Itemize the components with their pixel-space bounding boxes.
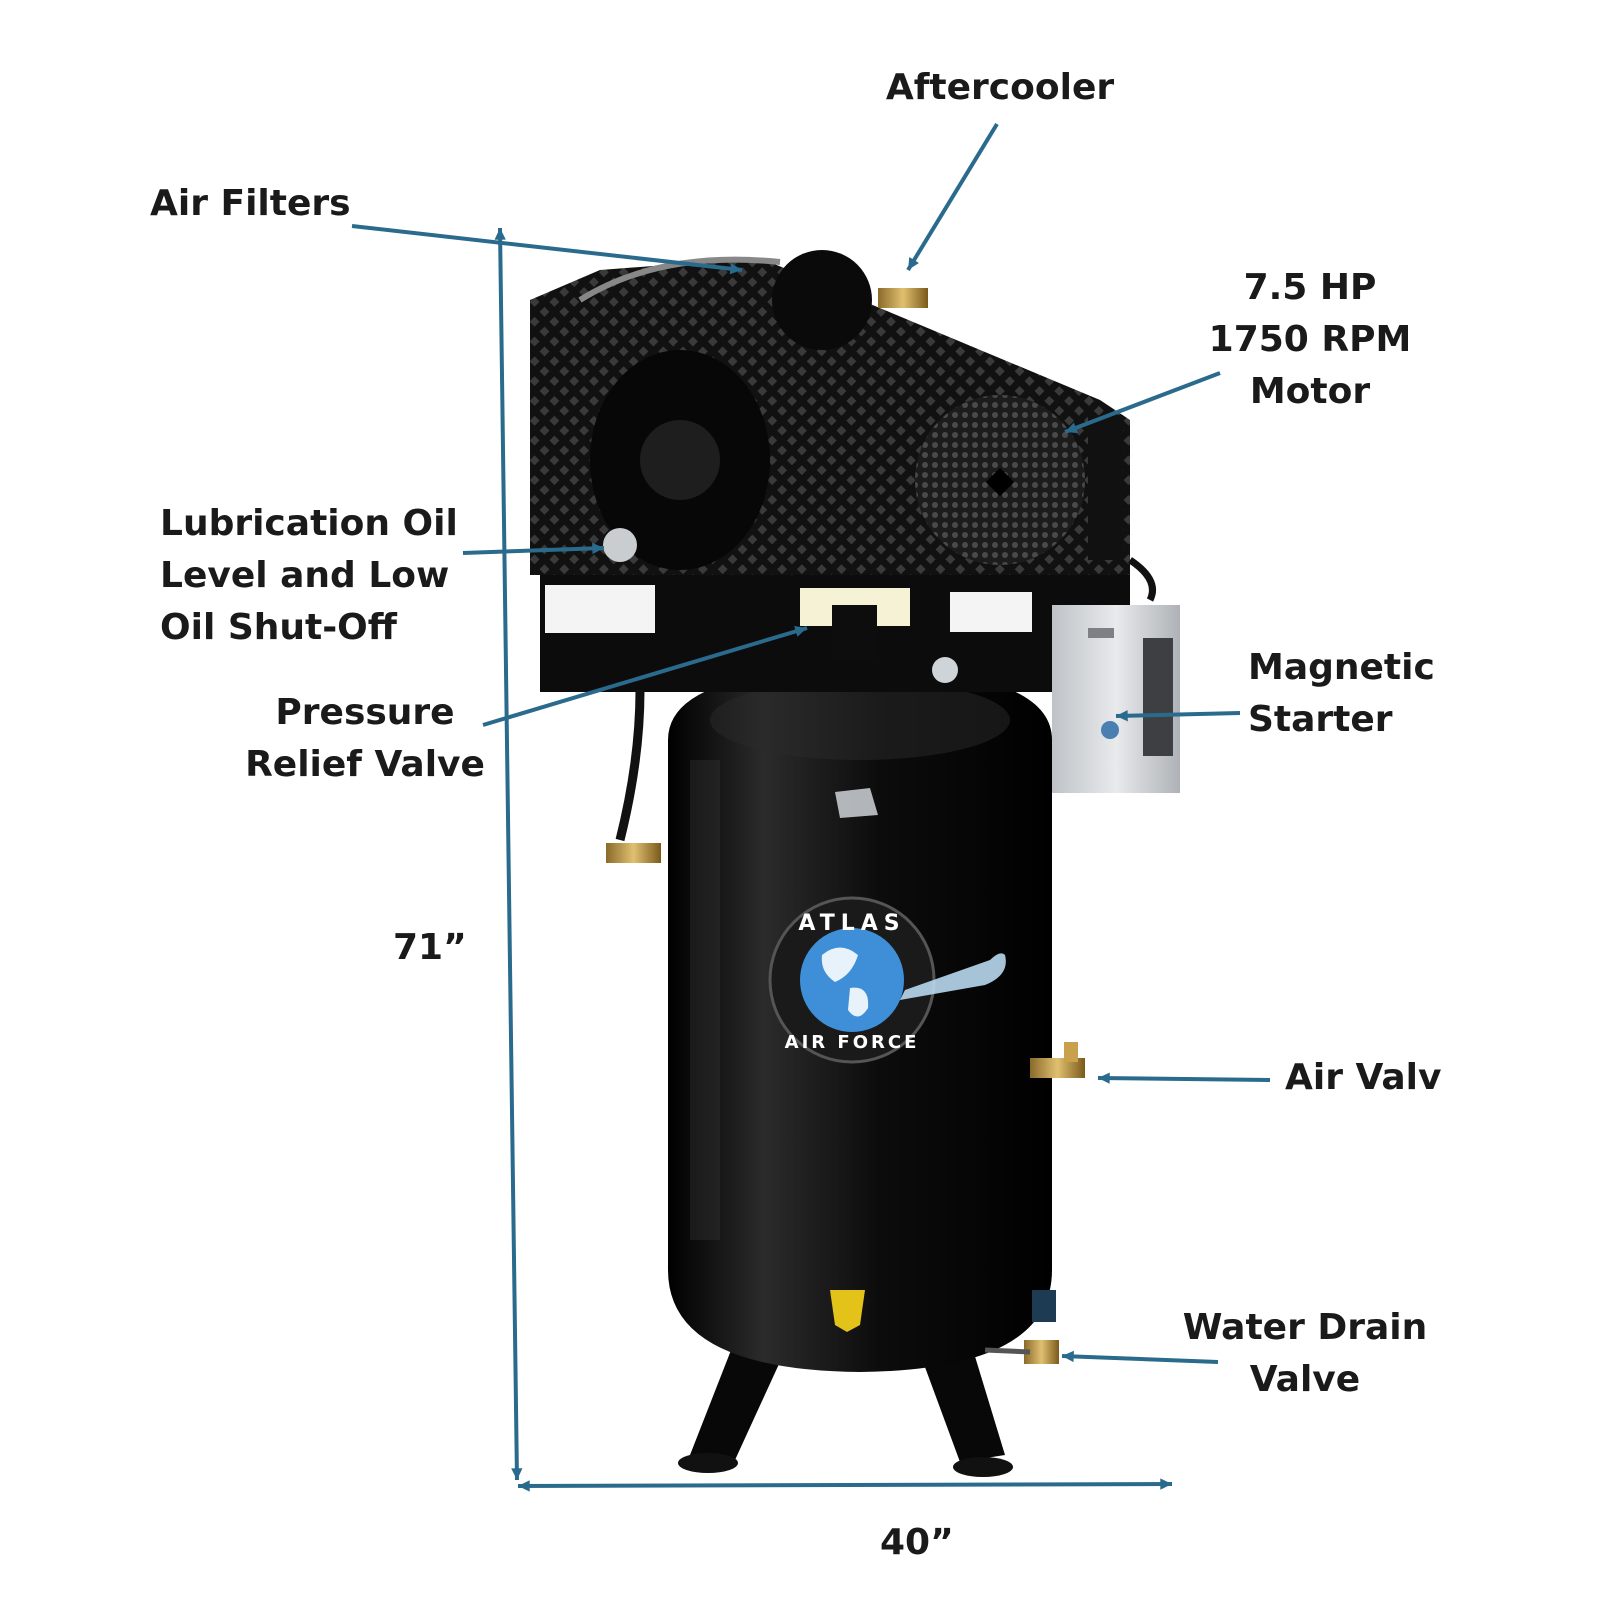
air-valve-body: [1030, 1058, 1085, 1078]
warning-tag-icon: [830, 1290, 865, 1332]
label-motor-line: Motor: [1249, 371, 1371, 412]
leader-pressure-relief-valve: [482, 625, 808, 727]
atlas-air-force-logo: ATLAS AIR FORCE: [768, 896, 1006, 1064]
oil-sight-glass: [603, 528, 637, 562]
label-lubrication-oil-line: Level and Low: [160, 555, 450, 596]
leader-air-filters: [351, 224, 743, 275]
dimension-height-arrow: [494, 227, 523, 1481]
label-lubrication-oil-line: Lubrication Oil: [160, 503, 458, 544]
tank-valves: [984, 1042, 1085, 1364]
label-air-filters-line: Air Filters: [150, 183, 351, 224]
tank-legs: [678, 1340, 1013, 1477]
leader-motor: [1064, 371, 1221, 434]
air-filter-canister: [772, 250, 872, 350]
label-aftercooler-line: Aftercooler: [885, 67, 1115, 108]
label-pressure-relief-valve-line: Relief Valve: [245, 744, 485, 785]
leader-lubrication-oil: [462, 542, 605, 555]
pressure-switch: [606, 605, 958, 863]
magnetic-starter-box: [1052, 557, 1180, 793]
leader-lines: [351, 122, 1271, 1364]
dimension-lines: [494, 227, 1173, 1492]
label-magnetic-starter-line: Magnetic: [1248, 647, 1435, 688]
label-aftercooler: Aftercooler: [880, 62, 1120, 114]
label-air-valve-line: Air Valv: [1285, 1057, 1442, 1098]
label-magnetic-starter-line: Starter: [1248, 699, 1393, 740]
logo-bottom-text: AIR FORCE: [785, 1032, 920, 1053]
logo-top-text: ATLAS: [798, 911, 905, 936]
label-water-drain-valve-line: Valve: [1249, 1359, 1361, 1400]
leader-magnetic-starter: [1115, 710, 1241, 722]
nameplate-sticker: [545, 585, 655, 633]
label-air-filters: Air Filters: [150, 178, 351, 230]
leader-water-drain-valve: [1061, 1350, 1219, 1364]
dimension-width-label: 40”: [880, 1522, 954, 1563]
dimension-height-label: 71”: [393, 927, 467, 968]
water-drain-body: [1032, 1290, 1056, 1322]
compressor-pump: [530, 250, 1130, 692]
label-motor: 7.5 HP 1750 RPM Motor: [1195, 262, 1425, 418]
label-motor-line: 7.5 HP: [1243, 267, 1377, 308]
leader-air-valve: [1097, 1072, 1271, 1084]
label-motor-line: 1750 RPM: [1208, 319, 1412, 360]
label-water-drain-valve-line: Water Drain: [1182, 1307, 1428, 1348]
aftercooler-fitting: [878, 288, 928, 308]
label-lubrication-oil-line: Oil Shut-Off: [160, 607, 397, 648]
leader-aftercooler: [906, 122, 999, 272]
dimension-width-arrow: [517, 1478, 1173, 1492]
label-air-valve: Air Valv: [1285, 1052, 1441, 1104]
label-pressure-relief-valve-line: Pressure: [275, 692, 455, 733]
